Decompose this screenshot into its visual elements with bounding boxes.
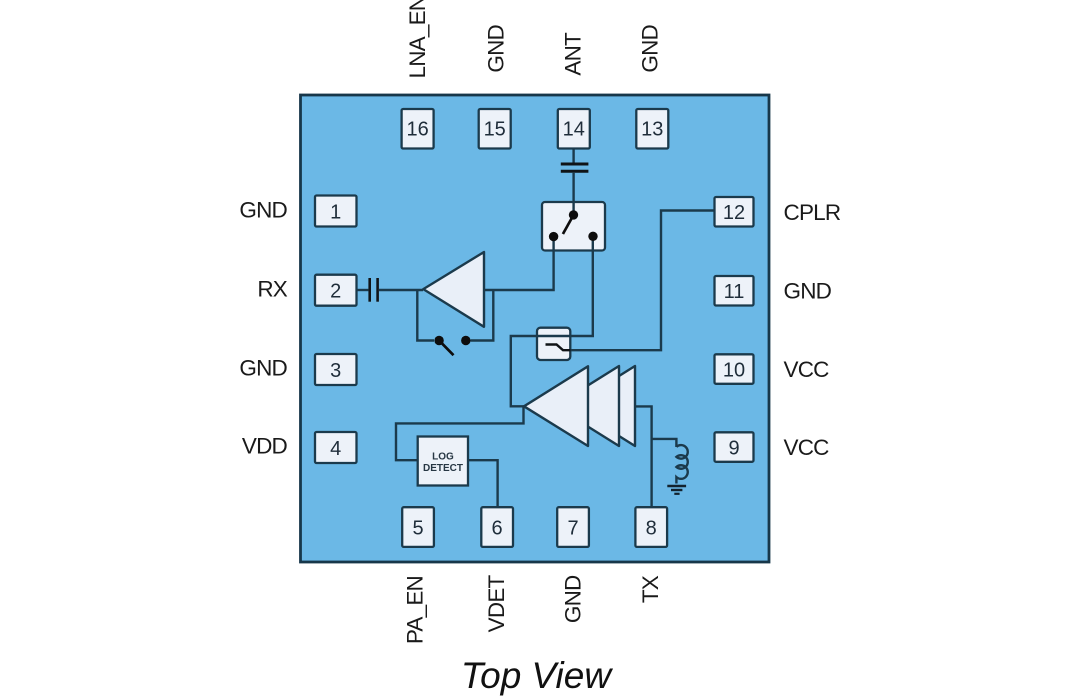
svg-text:GND: GND [638,24,663,72]
svg-text:4: 4 [330,438,341,460]
svg-text:VDD: VDD [242,434,288,459]
svg-text:13: 13 [641,118,663,140]
svg-text:VCC: VCC [784,357,830,382]
svg-text:GND: GND [484,24,509,72]
svg-text:10: 10 [723,359,745,381]
svg-text:GND: GND [239,356,287,381]
svg-text:1: 1 [330,201,341,223]
svg-text:6: 6 [492,518,503,540]
svg-text:5: 5 [412,518,423,540]
svg-text:12: 12 [723,202,745,224]
svg-text:RX: RX [257,277,287,302]
svg-text:3: 3 [330,360,341,382]
svg-text:PA_EN: PA_EN [403,576,428,644]
svg-text:8: 8 [646,518,657,540]
svg-text:ANT: ANT [561,32,586,76]
svg-text:9: 9 [728,437,739,459]
svg-text:VDET: VDET [484,574,509,632]
svg-text:15: 15 [484,118,506,140]
svg-text:VCC: VCC [784,435,830,460]
svg-text:DETECT: DETECT [423,463,463,474]
svg-text:11: 11 [724,281,745,303]
svg-text:Top View: Top View [461,655,613,696]
svg-text:CPLR: CPLR [784,200,841,225]
svg-text:16: 16 [406,118,428,140]
svg-text:7: 7 [567,518,578,540]
svg-text:LOG: LOG [432,452,454,463]
svg-text:GND: GND [239,198,287,223]
svg-text:GND: GND [561,575,586,623]
svg-text:TX: TX [638,575,663,603]
svg-text:2: 2 [330,281,341,303]
svg-text:GND: GND [784,279,832,304]
svg-text:14: 14 [563,118,585,140]
svg-text:LNA_EN: LNA_EN [405,0,430,79]
